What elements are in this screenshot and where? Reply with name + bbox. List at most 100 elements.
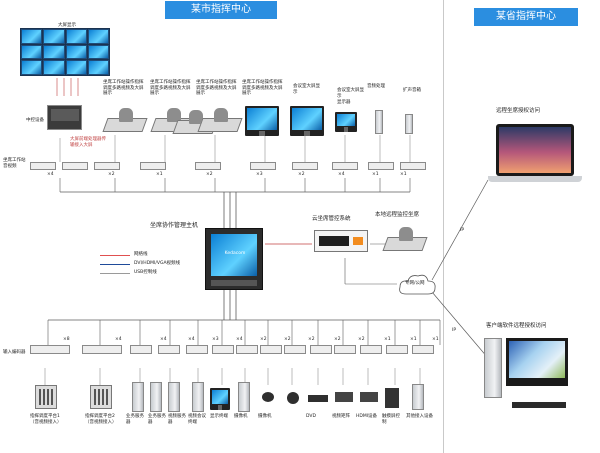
count-label: ×3 [256,172,263,177]
server-3 [168,382,180,412]
display-2 [290,106,324,136]
upper-encoder [400,162,426,170]
link-label-top: IP [460,228,465,233]
camera-icon [262,392,274,402]
lower-encoder [310,345,332,354]
legend-item: DVI/HDMI/VGA视频线 [134,261,181,266]
upper-encoder [30,162,56,170]
source-label: DVD [306,414,316,419]
encoder-row-label: 坐席工作站音视频 [3,158,26,169]
source-label: HDMI设备 [356,414,378,419]
display-label-2: 会议室大屏显示 [337,88,364,99]
network-cloud-icon [399,274,436,295]
source-label: 指挥调度平台1（音视频接入） [30,414,62,425]
source-panel-2 [90,385,112,409]
host-device: Kedacom [205,228,263,290]
legend: 网络线 DVI/HDMI/VGA视频线 USB控制线 [100,252,200,282]
lower-encoder [82,345,122,354]
console-label-4: 坐席工作站操作指挥调度多路视频及大屏展示 [242,80,283,97]
count-label: ×4 [236,337,243,342]
upper-encoder [332,162,358,170]
display-label-1: 会议室大屏显示 [293,84,320,95]
right-panel-title: 某省指挥中心 [474,8,578,26]
upper-encoder [368,162,394,170]
count-label: ×2 [260,337,267,342]
console-2 [150,106,196,134]
lower-encoder [186,345,208,354]
count-label: ×1 [156,172,163,177]
count-label: ×2 [206,172,213,177]
server-5 [238,382,250,412]
count-label: ×1 [400,172,407,177]
count-label: ×2 [108,172,115,177]
lower-encoder [412,345,434,354]
lower-encoder [360,345,382,354]
source-panel-1 [35,385,57,409]
source-label: 视频服务器 [168,414,186,425]
console-3 [172,108,218,136]
desktop-tower [484,338,502,398]
count-label: ×8 [63,337,70,342]
source-label: 显示终端 [210,414,228,419]
console-1 [102,106,148,134]
hdmi-box [360,392,378,402]
desktop-label: 客户端软件远程授权访问 [486,323,547,329]
count-label: ×1 [384,337,391,342]
lower-encoder [158,345,180,354]
speaker-2 [405,114,413,134]
count-label: ×1 [432,337,439,342]
upper-encoder-row [30,162,440,178]
source-label: 摄像机 [234,414,248,419]
display-1 [245,106,279,136]
console-4 [197,106,243,134]
video-wall-label: 大屏显示 [58,23,76,28]
count-label: ×2 [334,337,341,342]
upper-encoder [250,162,276,170]
source-label: 视频会议终端 [188,414,206,425]
upper-encoder [62,162,88,170]
lower-encoder [212,345,234,354]
cloud-device-label: 本地远程监控坐席 [375,212,420,218]
source-label: 业务服务器 [126,414,144,425]
console-label-1: 坐席工作站操作指挥调度多路视频及大屏展示 [103,80,144,97]
lower-encoder [130,345,152,354]
count-label: ×2 [298,172,305,177]
source-label: 业务服务器 [148,414,166,425]
count-label: ×4 [47,172,54,177]
cloud-mgmt-device [314,230,368,252]
display-label-4: 音频处理 [367,84,385,89]
count-label: ×4 [160,337,167,342]
source-label: 指挥调度平台2（音视频接入） [85,414,117,425]
upper-encoder [292,162,318,170]
count-label: ×2 [308,337,315,342]
cloud-mgmt-label: 云坐席管控系统 [312,216,351,222]
panel-divider [443,0,444,453]
count-label: ×3 [212,337,219,342]
count-label: ×4 [338,172,345,177]
count-label: ×1 [372,172,379,177]
camera-icon [287,392,299,404]
matrix-box [335,392,353,402]
count-label: ×2 [284,337,291,342]
keyboard-icon [512,402,566,408]
display-label-3: 显示器 [337,100,351,105]
upper-encoder [195,162,221,170]
network-label: 专网/公网 [405,281,425,286]
matrix-label: 中控设备 [26,118,44,123]
encoder-bottom-label: 输入编码器 [3,350,26,355]
matrix-device [47,105,82,130]
speaker-1 [375,110,383,134]
remote-console [382,225,428,253]
touch-panel [385,388,399,408]
display-label-5: 扩声音箱 [403,88,421,93]
legend-item: 网络线 [134,252,148,257]
host-screen-text: Kedacom [224,251,246,256]
lower-encoder [386,345,408,354]
count-label: ×2 [358,337,365,342]
display-3 [335,112,357,132]
lower-encoder [334,345,356,354]
desktop-monitor [506,338,568,386]
source-display [210,388,230,410]
link-label-bottom: IP [452,328,457,333]
dvd-device [308,395,328,402]
